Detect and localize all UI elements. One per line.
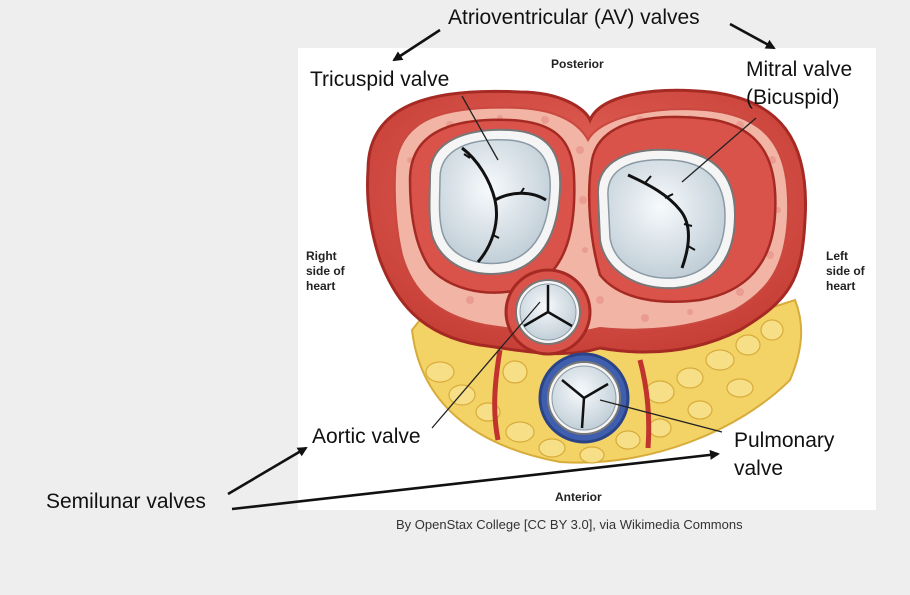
posterior-label: Posterior bbox=[551, 57, 604, 71]
pointer-lines bbox=[431, 95, 757, 433]
right-side-line3: heart bbox=[306, 279, 336, 293]
mitral-valve-label-line2: (Bicuspid) bbox=[746, 86, 840, 109]
left-side-line2: side of bbox=[826, 264, 865, 278]
mitral-valve bbox=[596, 148, 737, 290]
image-credit: By OpenStax College [CC BY 3.0], via Wik… bbox=[396, 517, 743, 532]
mitral-valve-label-line1: Mitral valve bbox=[746, 58, 853, 81]
semilunar-arrow-aortic bbox=[227, 446, 308, 496]
right-side-label: Right side of heart bbox=[306, 249, 345, 294]
pulmonary-valve bbox=[538, 352, 630, 444]
tricuspid-valve bbox=[428, 128, 562, 275]
pulmonary-valve-label-line2: valve bbox=[734, 457, 784, 480]
right-side-line2: side of bbox=[306, 264, 345, 278]
left-side-line1: Left bbox=[826, 249, 848, 263]
semilunar-valves-label: Semilunar valves bbox=[46, 490, 206, 513]
pulmonary-valve-label-line1: Pulmonary bbox=[734, 429, 835, 452]
semilunar-arrow-pulmonary bbox=[231, 449, 720, 511]
aortic-valve-label: Aortic valve bbox=[312, 425, 421, 448]
left-side-line3: heart bbox=[826, 279, 856, 293]
left-side-label: Left side of heart bbox=[826, 249, 865, 294]
av-arrow-right bbox=[729, 22, 776, 50]
tricuspid-valve-label: Tricuspid valve bbox=[310, 68, 450, 91]
anterior-label: Anterior bbox=[555, 490, 602, 504]
aortic-valve bbox=[504, 268, 592, 356]
arrows bbox=[227, 22, 776, 511]
av-valves-label: Atrioventricular (AV) valves bbox=[448, 6, 700, 29]
coronary-vessels bbox=[492, 349, 652, 449]
av-arrow-left bbox=[392, 28, 441, 62]
right-side-line1: Right bbox=[306, 249, 337, 263]
